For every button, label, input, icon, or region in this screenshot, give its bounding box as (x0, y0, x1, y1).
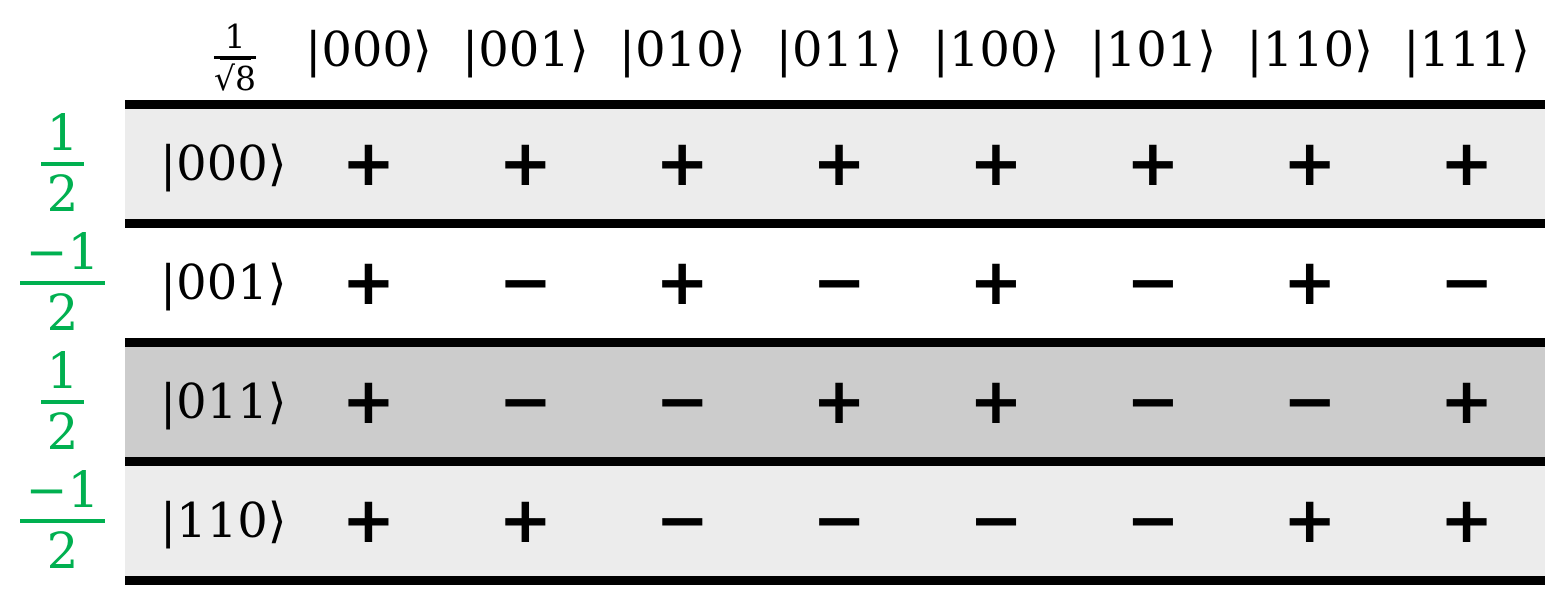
coefficient-row-3: −1 2 (19, 461, 106, 580)
row-ket-label: |000⟩ (160, 136, 287, 192)
coefficient-column: 1 2 −1 2 1 2 −1 2 (0, 0, 125, 591)
row-ket-label: |001⟩ (160, 255, 287, 311)
sign-cell: − (969, 484, 1023, 558)
coefficient-denominator: 2 (46, 165, 79, 223)
sign-cell: + (969, 365, 1023, 439)
table-header-row: 1 √8 |000⟩ |001⟩ |010⟩ |011⟩ |100⟩ |101⟩… (125, 0, 1545, 100)
sign-cell: + (655, 246, 709, 320)
sign-cell: − (655, 365, 709, 439)
coefficient-denominator: 2 (46, 284, 79, 342)
header-ket-011: |011⟩ (775, 22, 903, 78)
sign-cell: + (1282, 246, 1337, 320)
header-ket-101: |101⟩ (1089, 22, 1217, 78)
sign-cell: + (341, 246, 396, 320)
sign-cell: + (1439, 127, 1494, 201)
sign-cell: − (655, 484, 709, 558)
scale-factor-cell: 1 √8 (125, 4, 290, 96)
header-ket-001: |001⟩ (462, 22, 589, 78)
coefficient-fraction: 1 2 (40, 108, 85, 223)
sign-cell: + (1439, 365, 1494, 439)
sign-cell: + (1439, 484, 1494, 558)
coefficient-row-1: −1 2 (19, 223, 106, 342)
sign-cell: + (341, 484, 396, 558)
sign-cell: + (498, 484, 553, 558)
sign-cell: − (498, 365, 553, 439)
sign-cell: − (1439, 246, 1494, 320)
row-ket-label: |110⟩ (160, 493, 287, 549)
coefficient-numerator: −1 (19, 465, 106, 523)
header-ket-111: |111⟩ (1403, 22, 1530, 78)
coefficient-fraction: 1 2 (40, 346, 85, 461)
sign-cell: + (1282, 484, 1337, 558)
sign-cell: + (1282, 127, 1337, 201)
table-row-000: |000⟩ + + + + + + + + (125, 109, 1545, 228)
sign-cell: − (1126, 246, 1180, 320)
sign-cell: + (812, 365, 866, 439)
coefficient-fraction: −1 2 (19, 465, 106, 580)
sign-cell: + (969, 127, 1023, 201)
coefficient-numerator: 1 (40, 108, 85, 166)
sign-table: 1 √8 |000⟩ |001⟩ |010⟩ |011⟩ |100⟩ |101⟩… (125, 0, 1545, 591)
sign-cell: + (1126, 127, 1180, 201)
table-row-001: |001⟩ + − + − + − + − (125, 228, 1545, 347)
sign-cell: − (1282, 365, 1337, 439)
sign-cell: − (1126, 484, 1180, 558)
scale-factor-denominator: √8 (213, 58, 257, 98)
coefficient-row-0: 1 2 (40, 104, 85, 223)
sign-cell: + (341, 127, 396, 201)
sign-cell: − (498, 246, 553, 320)
sign-cell: + (341, 365, 396, 439)
scale-factor-fraction: 1 √8 (213, 19, 257, 98)
coefficient-denominator: 2 (46, 522, 79, 580)
coefficient-denominator: 2 (46, 403, 79, 461)
sign-cell: + (812, 127, 866, 201)
sign-cell: − (1126, 365, 1180, 439)
sign-cell: − (812, 484, 866, 558)
table-row-011: |011⟩ + − − + + − − + (125, 347, 1545, 466)
header-ket-000: |000⟩ (305, 22, 432, 78)
header-ket-010: |010⟩ (618, 22, 746, 78)
coefficient-row-2: 1 2 (40, 342, 85, 461)
table-row-110: |110⟩ + + − − − − + + (125, 466, 1545, 585)
coefficient-numerator: 1 (40, 346, 85, 404)
sign-cell: + (498, 127, 553, 201)
table-body: |000⟩ + + + + + + + + |001⟩ + − + − + − … (125, 100, 1545, 585)
scale-factor-numerator: 1 (219, 19, 251, 60)
coefficient-fraction: −1 2 (19, 227, 106, 342)
coefficient-numerator: −1 (19, 227, 106, 285)
sign-cell: − (812, 246, 866, 320)
row-ket-label: |011⟩ (160, 374, 287, 430)
header-ket-110: |110⟩ (1246, 22, 1373, 78)
sign-cell: + (969, 246, 1023, 320)
header-ket-100: |100⟩ (932, 22, 1060, 78)
sign-cell: + (655, 127, 709, 201)
